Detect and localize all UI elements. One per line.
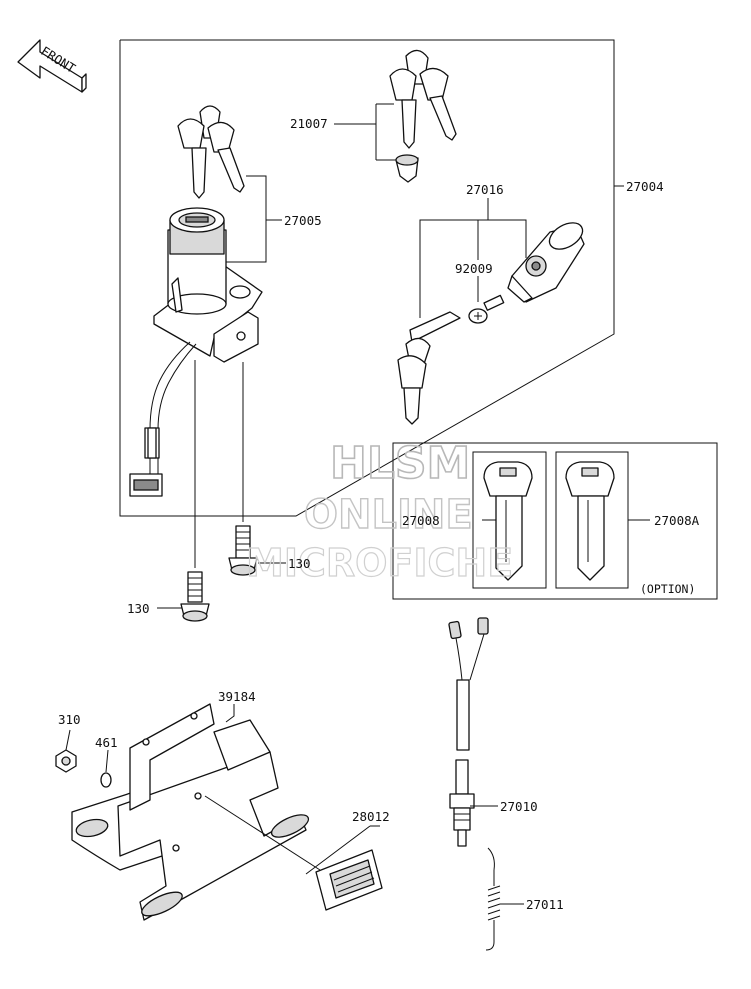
part-label-310: 310 <box>58 712 81 727</box>
part-label-27004: 27004 <box>626 179 664 194</box>
lock-cylinder-21007 <box>395 154 419 183</box>
part-label-27016: 27016 <box>466 182 504 197</box>
part-label-130-upper: 130 <box>288 556 311 571</box>
reflector-28012 <box>315 849 383 911</box>
option-keys-box <box>392 442 718 600</box>
part-label-461: 461 <box>95 735 118 750</box>
key-27008 <box>472 451 547 589</box>
part-label-21007: 21007 <box>290 116 328 131</box>
watermark-line2: ONLINE <box>304 492 473 538</box>
part-label-27008A: 27008A <box>654 513 700 528</box>
key-27008A <box>555 451 629 589</box>
part-label-92009: 92009 <box>455 261 493 276</box>
seat-lock-27016 <box>507 222 585 303</box>
part-label-27005: 27005 <box>284 213 322 228</box>
watermark-line3: MICROFICHE <box>246 541 513 585</box>
front-arrow-icon: FRONT <box>17 39 87 93</box>
part-label-130-lower: 130 <box>127 601 150 616</box>
part-label-27011: 27011 <box>526 897 564 912</box>
washer-461 <box>100 772 112 788</box>
screw-92009 <box>468 294 505 324</box>
watermark: HLSM ONLINE MICROFICHE <box>245 437 513 585</box>
brake-switch-27010 <box>448 617 489 847</box>
keys-27016 <box>397 311 461 425</box>
ignition-keys-27005 <box>177 105 245 199</box>
part-label-39184: 39184 <box>218 689 256 704</box>
assembly-27004-outline <box>119 39 615 517</box>
ignition-switch-27005 <box>129 207 263 497</box>
bolt-130-lower <box>180 571 210 622</box>
keys-21007 <box>389 49 457 149</box>
license-bracket-39184 <box>71 703 310 921</box>
part-label-27010: 27010 <box>500 799 538 814</box>
spring-27011 <box>485 847 501 951</box>
watermark-line1: HLSM <box>330 438 470 489</box>
part-label-27008: 27008 <box>402 513 440 528</box>
part-label-28012: 28012 <box>352 809 390 824</box>
nut-310 <box>55 749 77 773</box>
option-label: (OPTION) <box>640 582 695 596</box>
bolt-130-upper <box>228 525 258 576</box>
